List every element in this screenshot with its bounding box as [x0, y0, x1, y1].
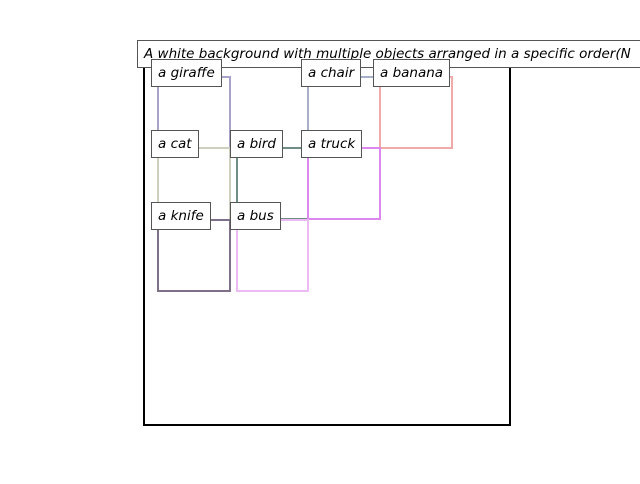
label-bus: a bus: [230, 202, 281, 230]
label-banana: a banana: [373, 59, 451, 87]
label-giraffe: a giraffe: [151, 59, 222, 87]
box-knife: [157, 219, 231, 292]
box-truck: [307, 147, 381, 220]
label-knife: a knife: [151, 202, 211, 230]
label-bird: a bird: [230, 130, 284, 158]
box-bus: [236, 219, 309, 292]
label-chair: a chair: [301, 59, 362, 87]
object-boxes: [157, 76, 453, 292]
box-banana: [379, 76, 453, 149]
label-truck: a truck: [301, 130, 363, 158]
canvas-frame: [143, 59, 511, 426]
label-cat: a cat: [151, 130, 199, 158]
